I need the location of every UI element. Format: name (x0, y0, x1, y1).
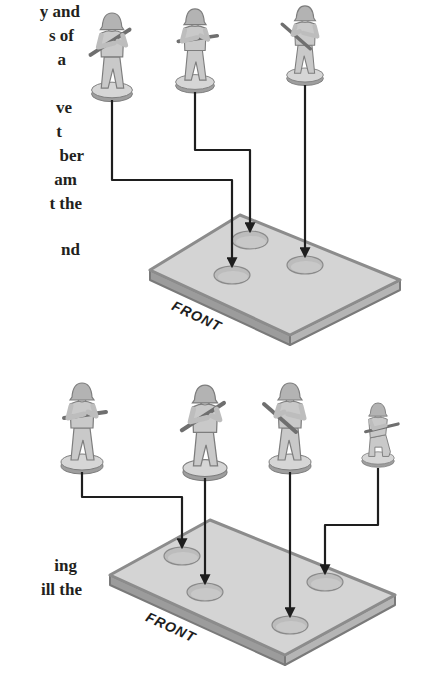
body-text-fragment-box: ve (56, 98, 72, 118)
placement-arrow (112, 100, 232, 266)
body-text-fragment: ill the (41, 580, 82, 599)
placement-arrow (195, 92, 250, 231)
figure-socket (287, 256, 323, 274)
body-text-fragment: ve (56, 98, 72, 117)
body-text-fragment: t (56, 122, 62, 141)
body-text-fragment-box: t the (49, 194, 82, 214)
placement-arrow (304, 85, 306, 256)
body-text-fragment-box: ing (54, 556, 77, 576)
soldier-miniature (182, 385, 227, 481)
soldier-miniature (91, 13, 133, 102)
body-text-fragment-box: am (54, 170, 77, 190)
figure-socket (307, 573, 343, 591)
body-text-fragment: y and (40, 2, 80, 21)
body-text-fragment-box: ber (59, 146, 84, 166)
figure-socket (164, 547, 200, 565)
soldier-miniature (264, 383, 311, 474)
body-text-fragment: t the (49, 194, 82, 213)
soldier-miniature (61, 383, 106, 474)
figure-socket (187, 583, 223, 601)
body-text-fragment-box: nd (61, 240, 80, 260)
placement-arrow (289, 472, 291, 616)
soldier-miniature (176, 9, 218, 93)
body-text-fragment: am (54, 170, 77, 189)
miniature-base-tray: FRONT (140, 205, 405, 355)
body-text-fragment-box: ill the (41, 580, 82, 600)
tray-outline (100, 510, 405, 676)
figure-socket (272, 616, 308, 634)
body-text-fragment-box: y and (40, 2, 80, 22)
body-text-fragment: a (58, 50, 67, 69)
figure-socket (214, 266, 250, 284)
tray-outline (140, 205, 405, 355)
soldier-miniature (362, 403, 398, 467)
body-text-fragment-box: s of (49, 26, 74, 46)
miniature-base-tray: FRONT (100, 510, 405, 676)
placement-arrow (204, 478, 206, 583)
body-text-fragment-box: a (58, 50, 67, 70)
placement-arrow (82, 472, 182, 547)
figure-socket (232, 231, 268, 249)
body-text-fragment: s of (49, 26, 74, 45)
body-text-fragment: ing (54, 556, 77, 575)
body-text-fragment: ber (59, 146, 84, 165)
body-text-fragment: nd (61, 240, 80, 259)
body-text-fragment-box: t (56, 122, 62, 142)
soldier-miniature (282, 6, 323, 86)
placement-arrow (325, 468, 378, 573)
